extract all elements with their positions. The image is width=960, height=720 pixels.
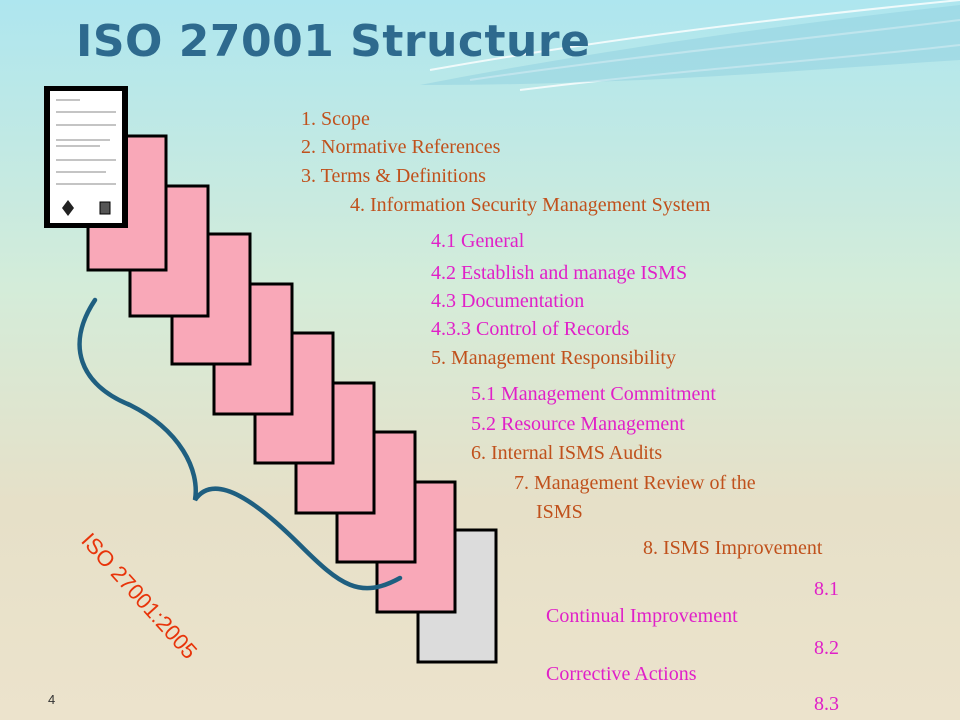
pink-pages xyxy=(86,134,457,614)
list-item: 5. Management Responsibility xyxy=(431,347,676,369)
slide-title: ISO 27001 Structure xyxy=(76,16,591,67)
list-item: ISMS xyxy=(536,501,583,523)
list-item: 2. Normative References xyxy=(301,136,501,158)
list-item: 5.2 Resource Management xyxy=(471,413,685,435)
list-item: 3. Terms & Definitions xyxy=(301,165,486,187)
list-item: 1. Scope xyxy=(301,108,370,130)
list-item: 4.1 General xyxy=(431,230,525,252)
list-item: 5.1 Management Commitment xyxy=(471,383,716,405)
certificate-document xyxy=(44,86,128,228)
page-number: 4 xyxy=(48,692,56,707)
list-item: 4.3.3 Control of Records xyxy=(431,318,630,340)
list-item: Continual Improvement xyxy=(546,605,738,627)
list-item: 4.2 Establish and manage ISMS xyxy=(431,262,688,284)
list-item: 7. Management Review of the xyxy=(514,472,756,494)
list-item: 8.1 xyxy=(814,578,839,600)
list-item: 8. ISMS Improvement xyxy=(643,537,823,559)
wave-shadow xyxy=(420,5,960,85)
list-item: 4. Information Security Management Syste… xyxy=(350,194,711,216)
list-item: 8.3 xyxy=(814,693,839,715)
list-item: 8.2 xyxy=(814,637,839,659)
list-item: 6. Internal ISMS Audits xyxy=(471,442,663,464)
list-item: Corrective Actions xyxy=(546,663,697,685)
list-item: 4.3 Documentation xyxy=(431,290,585,312)
brace-shape xyxy=(77,297,403,591)
